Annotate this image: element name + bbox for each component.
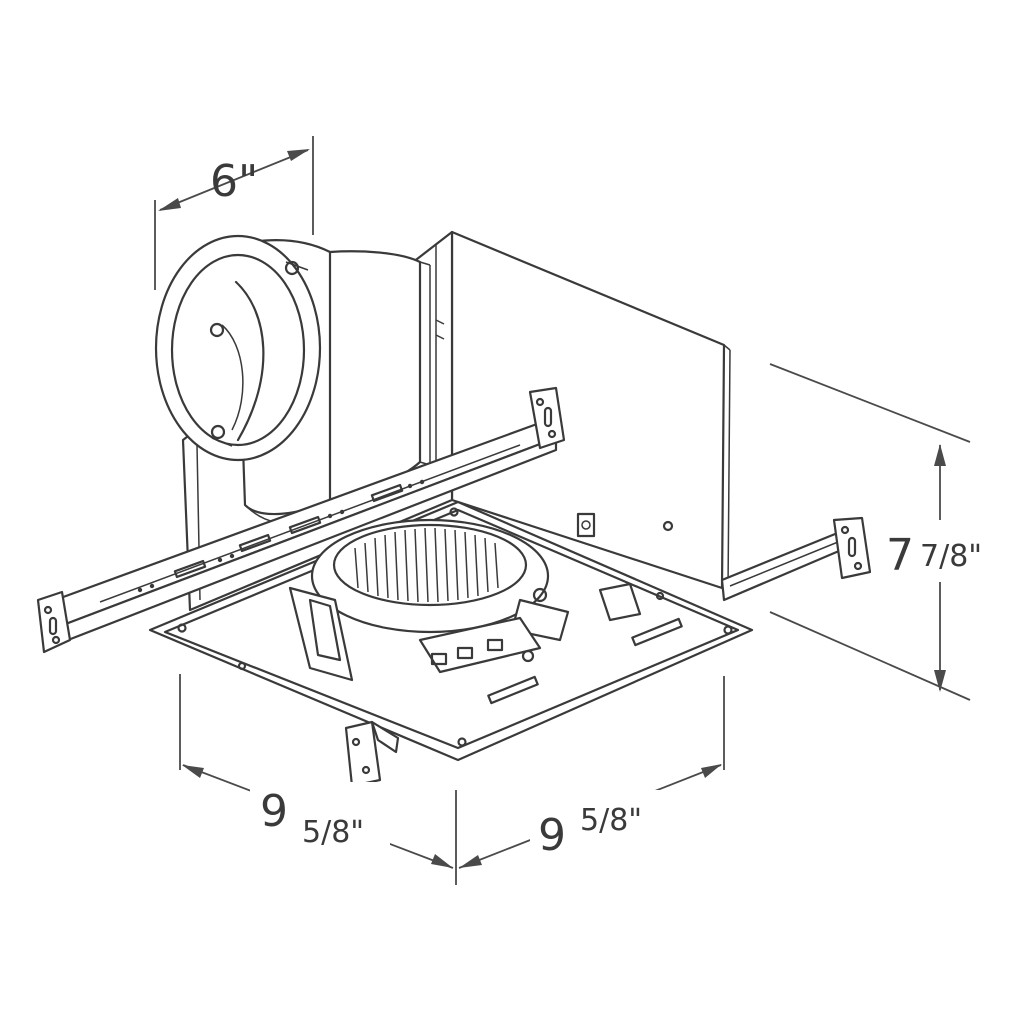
electrical-knockout: [576, 512, 596, 538]
damper-pivot: [209, 322, 225, 338]
mounting-tab-bottom: [344, 720, 400, 788]
mounting-tab-right: [832, 516, 872, 580]
dimension-width-right: 9 5/8": [458, 676, 725, 869]
label-duct-diameter: 6": [210, 156, 258, 207]
damper-flap: [234, 280, 265, 442]
duct-collar: [154, 234, 431, 523]
screw: [662, 520, 674, 532]
mounting-bar-left: [36, 386, 566, 654]
label-height-whole: 7: [886, 530, 914, 581]
dimension-width-left: 9 5/8": [179, 674, 457, 885]
label-width-left-whole: 9: [260, 786, 288, 837]
label-height-fraction: 7/8": [920, 539, 982, 574]
label-width-right-fraction: 5/8": [580, 803, 642, 838]
motor-assembly: [288, 582, 642, 682]
bottom-flange: [148, 500, 754, 762]
label-width-right-whole: 9: [538, 810, 566, 861]
label-width-left-fraction: 5/8": [302, 815, 364, 850]
blower-wheel: [310, 518, 550, 634]
dimension-height: 7 7/8": [769, 363, 1002, 701]
dimension-duct-diameter: 6": [154, 136, 314, 290]
mounting-bar-right: [720, 516, 872, 602]
